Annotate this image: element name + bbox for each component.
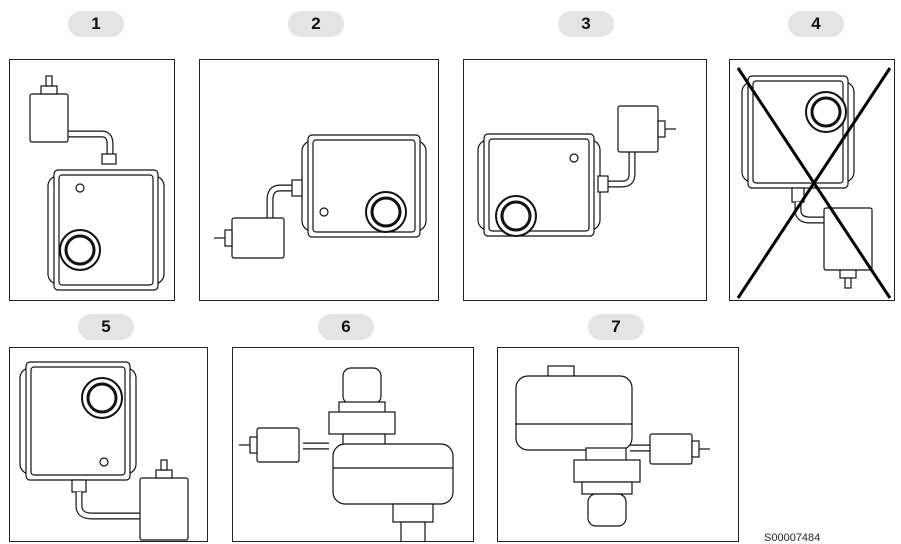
- mounting-panel-5: [9, 347, 208, 542]
- position-badge-7: 7: [588, 314, 644, 340]
- gearbox-body: [25, 361, 131, 481]
- position-number-4: 4: [811, 14, 821, 33]
- mounting-drawing-5: [19, 361, 189, 541]
- output-hub: [392, 503, 434, 523]
- motor-end-cap: [249, 436, 258, 454]
- output-shaft-bore: [500, 200, 532, 232]
- motor-end-cap: [691, 440, 700, 458]
- motor-stub: [160, 459, 168, 471]
- motor-stub: [45, 75, 53, 87]
- mounting-panel-2: [199, 59, 439, 301]
- gearbox-inner-edge: [752, 80, 844, 184]
- output-shaft-bore: [64, 234, 96, 266]
- motor-stub: [844, 277, 852, 289]
- mounting-panel-4: [729, 59, 895, 301]
- position-number-3: 3: [581, 14, 591, 33]
- position-number-1: 1: [91, 14, 101, 33]
- coupling-flange: [291, 179, 303, 197]
- motor-end-cap: [155, 469, 173, 479]
- actuator-cap: [342, 367, 382, 405]
- gearbox-inner-edge: [30, 366, 126, 476]
- actuator-flange: [573, 459, 641, 483]
- position-badge-3: 3: [558, 11, 614, 37]
- gearbox-inner-edge: [312, 139, 416, 233]
- mounting-drawing-3: [477, 105, 676, 237]
- gearbox-body: [53, 169, 159, 291]
- connecting-pipe: [75, 492, 144, 520]
- mounting-drawing-7: [515, 365, 710, 527]
- connecting-pipe-bore: [267, 185, 295, 218]
- coupling-flange: [101, 153, 117, 165]
- vent-plug: [75, 183, 85, 193]
- motor-end-cap: [40, 85, 58, 95]
- position-badge-2: 2: [288, 11, 344, 37]
- actuator-flange: [328, 411, 396, 435]
- mounting-panel-7: [497, 347, 739, 542]
- gearbox-inner-edge: [488, 138, 590, 232]
- position-number-5: 5: [101, 317, 111, 336]
- actuator-motor-side: [649, 433, 693, 465]
- vent-plug: [99, 457, 109, 467]
- connecting-pipe-bore: [68, 131, 113, 158]
- vent-plug: [319, 207, 329, 217]
- actuator-motor: [617, 105, 659, 153]
- actuator-cap: [587, 493, 627, 527]
- mounting-drawing-4: [736, 67, 892, 299]
- actuator-motor: [29, 93, 69, 143]
- output-shaft-bore: [370, 196, 402, 228]
- coupling-flange: [597, 175, 609, 193]
- gearbox-housing: [515, 375, 633, 451]
- position-badge-6: 6: [318, 314, 374, 340]
- mounting-drawing-2: [214, 134, 427, 259]
- motor-end-cap: [224, 229, 233, 247]
- mounting-panel-3: [463, 59, 707, 301]
- position-number-6: 6: [341, 317, 351, 336]
- position-badge-1: 1: [68, 11, 124, 37]
- document-id: S00007484: [764, 532, 821, 544]
- position-badge-4: 4: [788, 11, 844, 37]
- position-number-7: 7: [611, 317, 621, 336]
- output-shaft-bore: [86, 382, 118, 414]
- vent-plug: [569, 153, 579, 163]
- actuator-motor-side: [256, 427, 300, 463]
- motor-end-cap: [657, 120, 666, 138]
- mounting-panel-6: [232, 347, 474, 542]
- position-badge-5: 5: [78, 314, 134, 340]
- connecting-pipe-bore: [600, 152, 635, 187]
- position-number-2: 2: [311, 14, 321, 33]
- actuator-band: [581, 481, 633, 495]
- output-shaft-bore: [810, 96, 842, 128]
- gearbox-inner-edge: [58, 174, 154, 286]
- actuator-motor: [139, 477, 189, 541]
- mounting-drawing-6: [239, 367, 454, 541]
- mounting-panel-1: [9, 59, 175, 301]
- connecting-pipe-bore: [795, 202, 826, 223]
- coupling-flange: [71, 479, 87, 493]
- motor-end-cap: [839, 269, 857, 279]
- connecting-pipe-bore: [76, 492, 144, 519]
- mounting-drawing-1: [29, 75, 165, 291]
- actuator-motor: [231, 217, 285, 259]
- gearbox-housing: [332, 443, 454, 505]
- not-permitted-cross: [736, 67, 892, 299]
- output-shaft-end: [400, 521, 426, 541]
